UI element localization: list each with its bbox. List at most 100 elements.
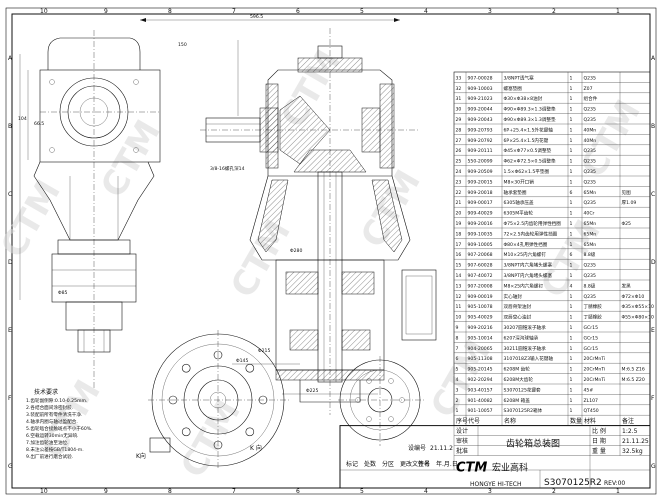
bom-cell: 40Mn: [584, 138, 597, 144]
dimension-label: 66.5: [34, 121, 44, 127]
bom-cell: Q235: [584, 179, 596, 185]
bom-cell: 23: [456, 179, 462, 185]
bom-cell: 1: [570, 107, 573, 113]
bom-cell: Φ90×Φ89.3×1.3调整垫: [504, 116, 556, 123]
footer-cell: 分区: [382, 460, 394, 468]
bom-cell: 22: [456, 190, 462, 196]
bom-cell: 902-20294: [468, 377, 493, 383]
bom-cell: 18: [456, 231, 462, 237]
zone-number: 7: [232, 488, 236, 495]
footer-cell: 更改文件号: [400, 460, 430, 468]
revision: REV:00: [604, 480, 625, 487]
bom-cell: Φ80×4孔用弹性挡圈: [504, 241, 548, 248]
bom-cell: 909-20043: [468, 117, 493, 123]
bom-cell: 4: [570, 283, 573, 289]
date-label: 日 期: [592, 437, 606, 445]
bom-cell: Z07: [584, 86, 593, 92]
bom-cell: 909-10035: [468, 231, 493, 237]
bom-cell: Φ35×Φ55×10: [622, 304, 655, 310]
zone-number: 10: [40, 488, 48, 495]
left-side-view: [19, 18, 400, 390]
bom-cell: 45#: [584, 387, 594, 393]
bom-cell: 14: [456, 273, 462, 279]
bom-cell: Q235: [584, 117, 596, 123]
bom-cell: Q235: [584, 159, 596, 165]
bom-header-cell: 材料: [584, 417, 596, 425]
dimension-label: Φ215: [258, 348, 270, 354]
zone-letter: B: [8, 123, 12, 130]
note-line: 9.出厂前进行磨合试验.: [26, 453, 73, 460]
flange-bolt-holes: [168, 350, 268, 450]
bom-cell: 6208M 箱盖: [504, 397, 531, 404]
bom-cell: 30211圆锥滚子轴承: [504, 345, 547, 352]
bom-cell: 1: [570, 96, 573, 102]
k-bolt-hole: [366, 416, 372, 422]
bom-cell: 1: [570, 169, 573, 175]
bom-cell: 905-20145: [468, 367, 493, 373]
bom-cell: 1: [570, 304, 573, 310]
zone-number: 2: [552, 488, 556, 495]
footer-cell: 签名: [418, 460, 430, 468]
k-bolt-hole: [366, 378, 372, 384]
zone-number: 9: [104, 488, 108, 495]
bom-cell: 6P+25.4×1.5外花键轴: [504, 126, 554, 133]
dimension-label: Φ145: [236, 358, 248, 364]
bom-cell: 1: [570, 263, 573, 269]
bom-cell: 6305轴承压盖: [504, 199, 534, 206]
bom-header-cell: 名称: [504, 417, 516, 425]
bom-cell: 909-20111: [468, 148, 493, 154]
bolt-hole: [213, 440, 223, 450]
bom-cell: 26: [456, 148, 462, 154]
bom-cell: 20CrMnTi: [584, 377, 606, 383]
bom-cell: 909-20018: [468, 190, 493, 196]
view-label: K 向: [250, 444, 262, 452]
bom-cell: Φ90×Φ89.3×1.3调整垫: [504, 106, 556, 113]
bom-cell: 1: [570, 346, 573, 352]
watermark-text: CTM: [0, 173, 69, 264]
outer-frame: [5, 7, 657, 495]
bom-cell: GCr15: [584, 325, 599, 331]
footer-right-cell: 21.11.2: [430, 445, 453, 452]
note-line: 2.各结合面间涂密封胶.: [26, 404, 73, 411]
dimension-label: 596.5: [250, 14, 263, 20]
bom-cell: 11: [456, 304, 462, 310]
bom-cell: 8: [456, 335, 459, 341]
note-line: 6.空载运转30min无异响.: [26, 432, 79, 439]
bom-cell: 16: [456, 252, 462, 258]
bom-cell: 30207圆锥滚子轴承: [504, 324, 547, 331]
bom-cell: 550-20099: [468, 159, 493, 165]
bom-cell: 组合件: [584, 95, 598, 102]
zone-letter: A: [651, 55, 656, 62]
bom-cell: 27: [456, 138, 462, 144]
bom-cell: 1: [570, 138, 573, 144]
view-label: K向: [136, 452, 146, 460]
bom-cell: 双唇空心油封: [504, 314, 532, 321]
bom-cell: 32: [456, 86, 462, 92]
bom-cell: 907-20008: [468, 283, 493, 289]
bom-cell: Q235: [584, 75, 596, 81]
bom-cell: Q235: [584, 273, 596, 279]
bom-cell: 15: [456, 263, 462, 269]
bom-cell: 20CrMnTi: [584, 367, 606, 373]
bom-cell: 1: [570, 408, 573, 414]
bom-cell: 7: [456, 346, 459, 352]
bom-cell: 1: [570, 398, 573, 404]
bom-cell: 1: [570, 335, 573, 341]
bom-cell: 发黑: [622, 282, 632, 289]
weight-value: 32.5kg: [622, 448, 643, 455]
bom-cell: 28: [456, 127, 462, 133]
bom-cell: 1: [570, 387, 573, 393]
zone-number: 5: [360, 8, 364, 15]
drawing-number: S3070125R2: [544, 478, 602, 488]
bom-cell: S3070125R2箱体: [504, 407, 543, 414]
bom-cell: 909-20216: [468, 325, 493, 331]
bolt-hole: [181, 427, 191, 437]
dimension-label: Φ85: [58, 290, 68, 296]
bom-cell: 1: [570, 294, 573, 300]
bom-cell: Φ30×Φ38×8油封: [504, 95, 543, 102]
k-bolt-hole: [388, 378, 394, 384]
bom-cell: 40Mn: [584, 127, 597, 133]
